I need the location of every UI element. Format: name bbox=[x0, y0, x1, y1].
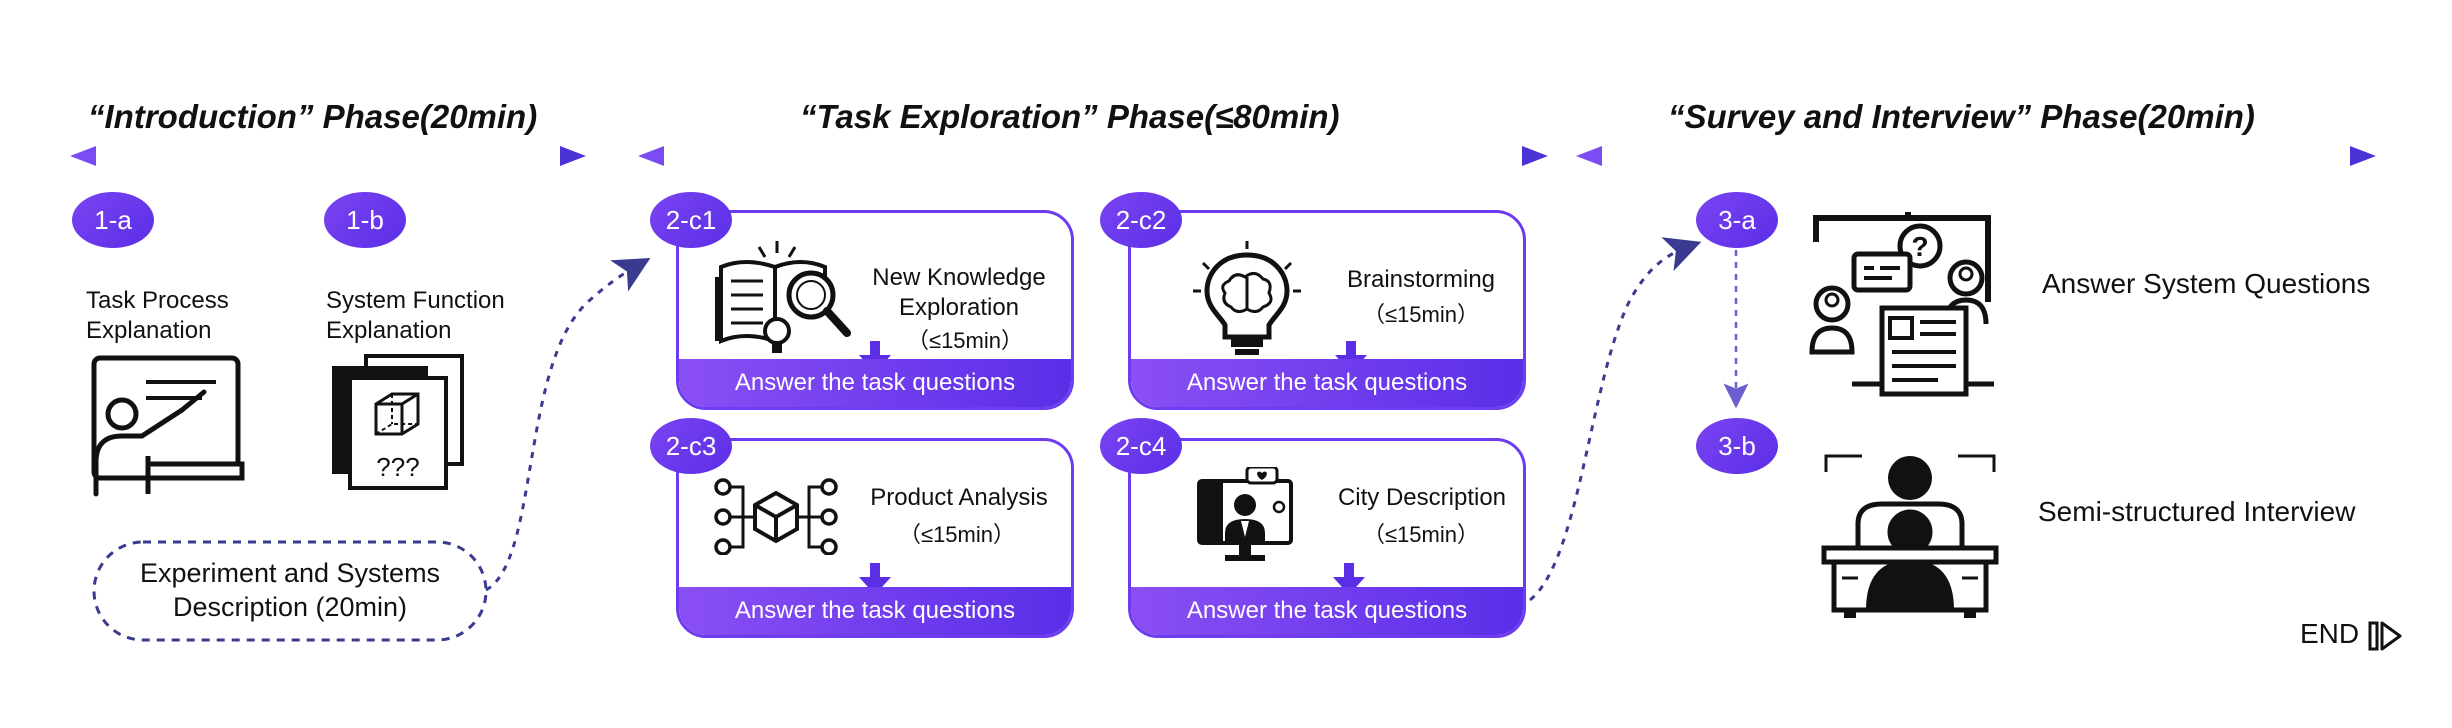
badge-3b: 3-b bbox=[1696, 418, 1778, 474]
task-title: Brainstorming bbox=[1346, 266, 1496, 293]
task-card-c3: Product Analysis （≤15min） Answer the tas… bbox=[676, 438, 1074, 638]
task-footer: Answer the task questions bbox=[1131, 587, 1523, 635]
phase-title-survey: “Survey and Interview” Phase(20min) bbox=[1668, 98, 2255, 135]
phase-arrow-intro bbox=[70, 146, 586, 166]
down-arrow-icon bbox=[1333, 563, 1365, 595]
task-footer: Answer the task questions bbox=[679, 587, 1071, 635]
task-card-c1: New Knowledge Exploration （≤15min） Answe… bbox=[676, 210, 1074, 410]
task-card-c4: City Description （≤15min） Answer the tas… bbox=[1128, 438, 1526, 638]
task-time: （≤15min） bbox=[1363, 522, 1479, 547]
experiment-description: Experiment and Systems Description (20mi… bbox=[139, 558, 441, 622]
survey-people-document-icon: ? bbox=[1809, 212, 1994, 397]
documents-cube-icon: ??? bbox=[332, 354, 464, 490]
question-marks: ??? bbox=[376, 452, 419, 482]
book-magnifier-icon bbox=[715, 241, 851, 353]
badge-1a: 1-a bbox=[72, 192, 154, 248]
phase-title-explore: “Task Exploration” Phase(≤80min) bbox=[800, 98, 1340, 135]
dashed-arrow-to-tasks bbox=[485, 258, 651, 592]
phase-arrow-survey bbox=[1576, 146, 2376, 166]
end-label: END bbox=[2300, 618, 2360, 649]
phase-arrow-explore bbox=[638, 146, 1548, 166]
task-time: （≤15min） bbox=[899, 522, 1015, 547]
task-time: （≤15min） bbox=[1363, 302, 1479, 327]
interview-people-icon bbox=[1821, 454, 1999, 618]
product-network-icon bbox=[714, 478, 838, 555]
task-footer: Answer the task questions bbox=[679, 359, 1071, 407]
dashed-arrow-to-survey bbox=[1529, 237, 1702, 602]
video-call-icon bbox=[1197, 467, 1293, 561]
end-skip-icon bbox=[2368, 621, 2402, 651]
task-time: （≤15min） bbox=[907, 328, 1023, 353]
down-arrow-icon bbox=[859, 563, 891, 595]
task-title: New Knowledge Exploration bbox=[872, 264, 1046, 321]
task-title: City Description bbox=[1337, 484, 1507, 511]
badge-1b: 1-b bbox=[324, 192, 406, 248]
svg-text:?: ? bbox=[1911, 231, 1928, 262]
badge-2c2: 2-c2 bbox=[1100, 192, 1182, 248]
label-system-function: System Function Explanation bbox=[326, 287, 505, 344]
label-semi-structured-interview: Semi-structured Interview bbox=[2038, 496, 2356, 527]
task-card-c2: Brainstorming （≤15min） Answer the task q… bbox=[1128, 210, 1526, 410]
task-footer: Answer the task questions bbox=[1131, 359, 1523, 407]
brain-bulb-icon bbox=[1193, 241, 1301, 355]
label-task-process: Task Process Explanation bbox=[86, 287, 229, 344]
task-title: Product Analysis bbox=[870, 484, 1048, 511]
badge-2c3: 2-c3 bbox=[650, 418, 732, 474]
presenter-board-icon bbox=[91, 355, 245, 497]
badge-3a: 3-a bbox=[1696, 192, 1778, 248]
badge-2c4: 2-c4 bbox=[1100, 418, 1182, 474]
label-answer-system-questions: Answer System Questions bbox=[2042, 268, 2371, 299]
phase-title-intro: “Introduction” Phase(20min) bbox=[88, 98, 538, 135]
badge-2c1: 2-c1 bbox=[650, 192, 732, 248]
